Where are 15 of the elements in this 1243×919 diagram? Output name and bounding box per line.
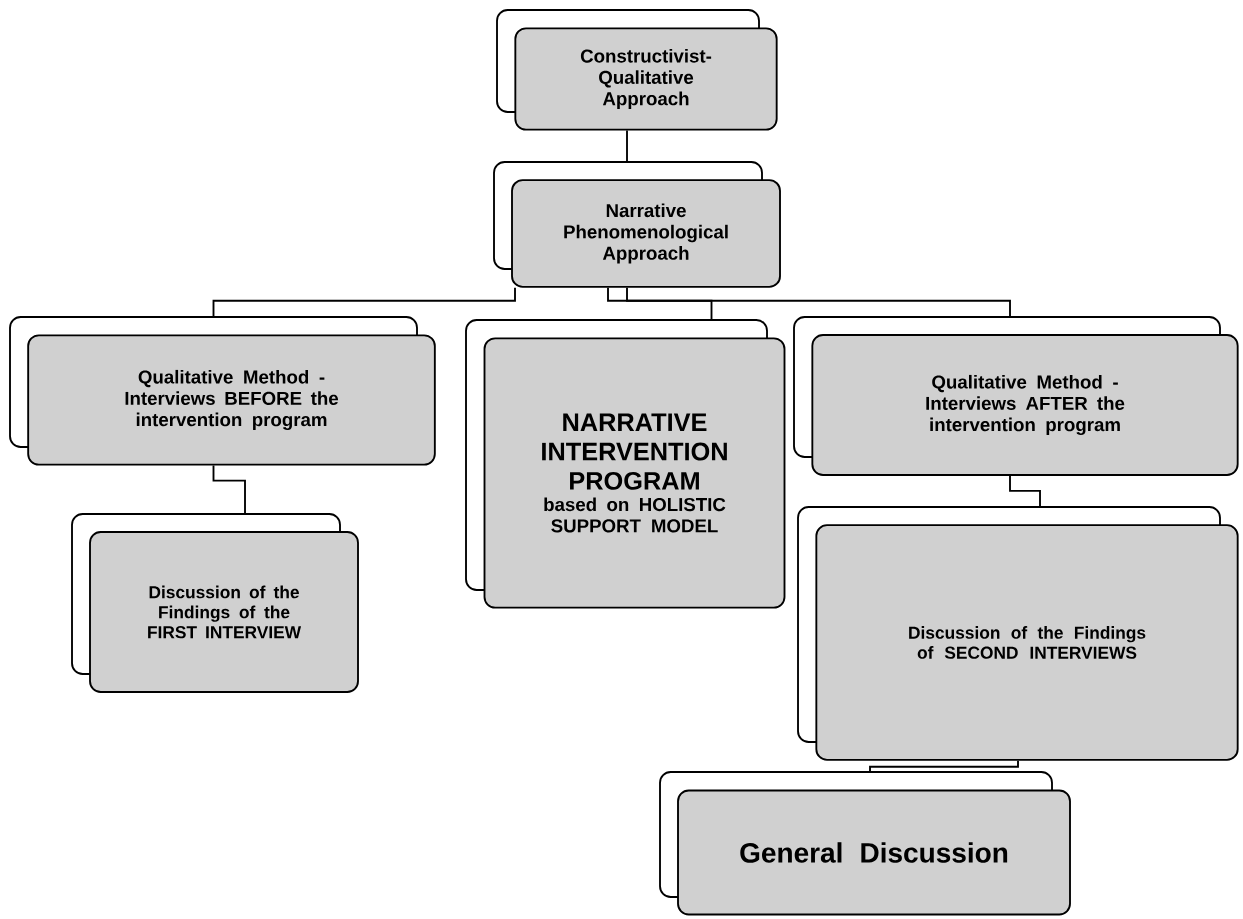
connector-line xyxy=(212,464,246,514)
process-box: NARRATIVE INTERVENTION PROGRAM based on HOLISTIC SUPPORT MODEL xyxy=(465,319,786,609)
process-box: Constructivist-Qualitative Approach xyxy=(496,9,778,131)
connector-line xyxy=(607,286,713,321)
process-box: Narrative Phenomenological Approach xyxy=(493,161,781,288)
process-box: Qualitative Method - Interviews BEFORE the intervention program xyxy=(9,316,436,466)
process-box: Discussion of the Findings of SECOND INTERVIEWS xyxy=(797,506,1239,761)
connector-line xyxy=(869,759,1019,773)
connector-line xyxy=(626,286,1011,317)
connector-line xyxy=(626,129,628,163)
process-box: Qualitative Method - Interviews AFTER the intervention program xyxy=(793,316,1239,476)
connector-line xyxy=(1009,475,1041,508)
connector-line xyxy=(212,286,516,318)
process-box: Discussion of the Findings of the FIRST INTERVIEW xyxy=(71,513,359,693)
process-box: General Discussion xyxy=(659,771,1071,916)
